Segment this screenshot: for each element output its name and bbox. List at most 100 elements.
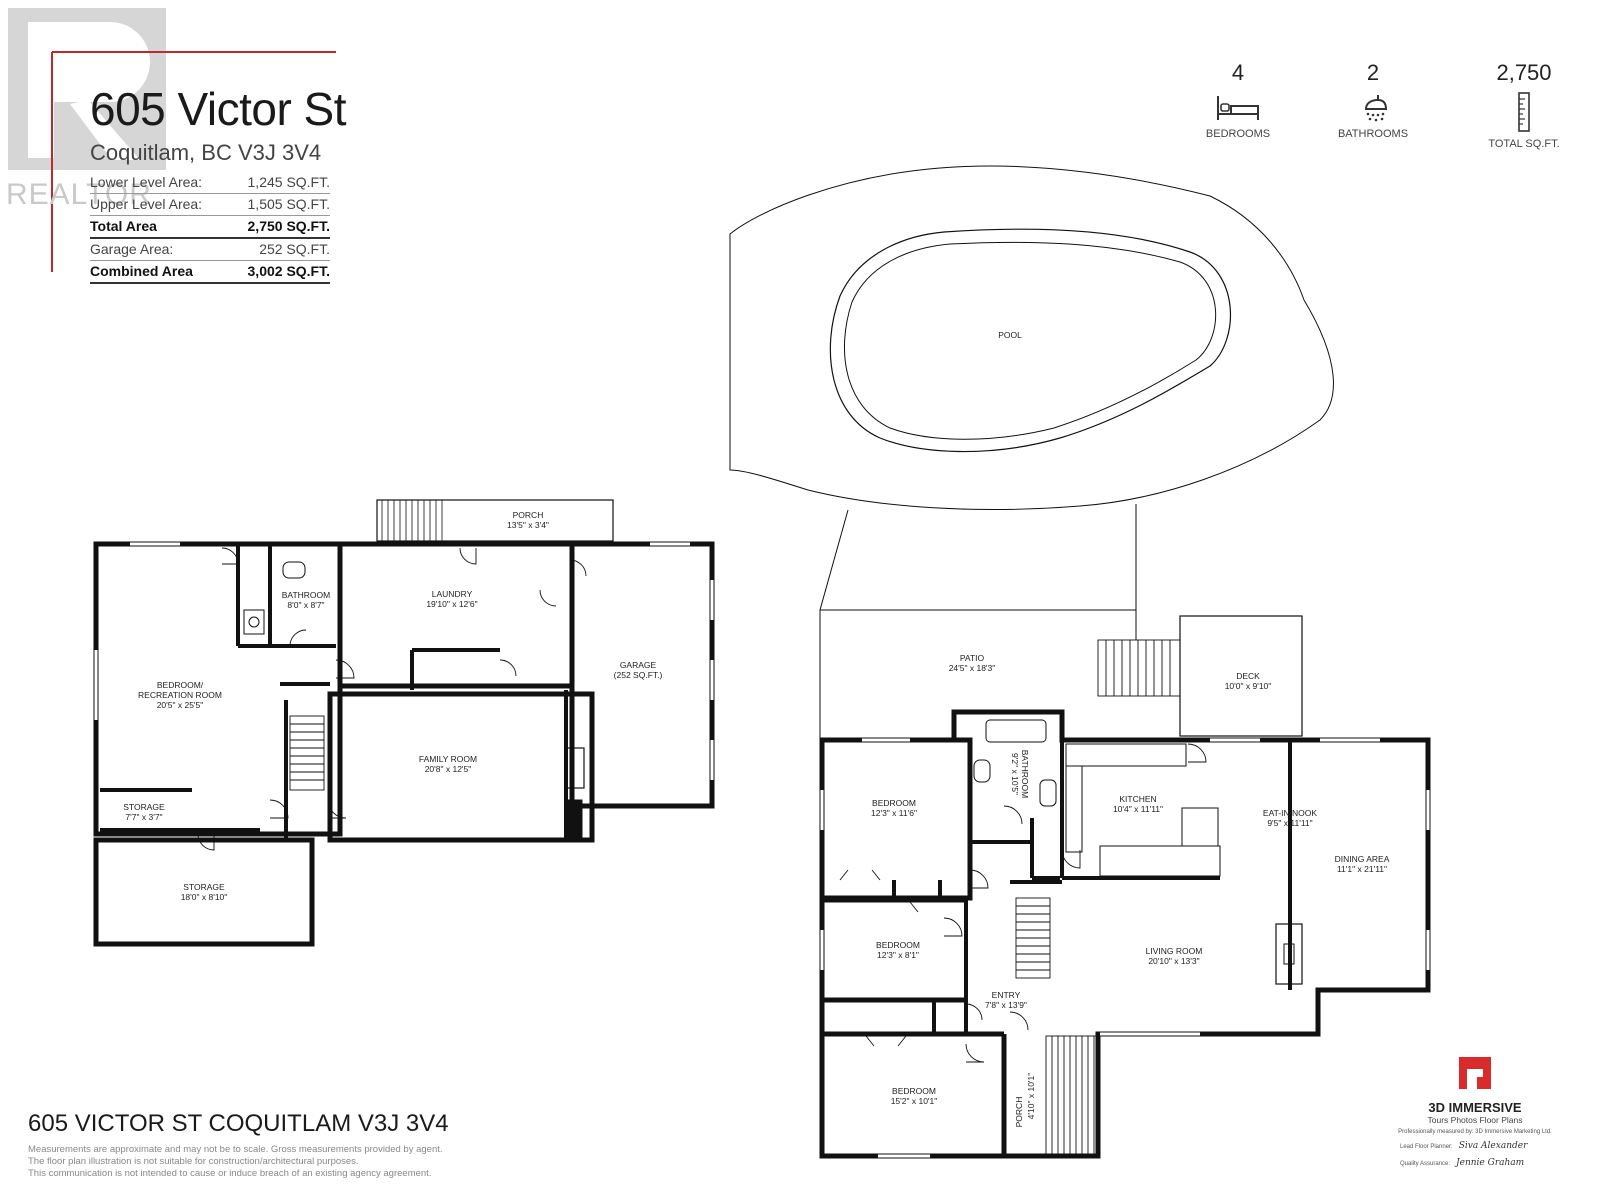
room-name: BEDROOM <box>872 798 916 808</box>
room-name: LIVING ROOM <box>1146 946 1203 956</box>
area-value: 252 SQ.FT. <box>259 241 330 257</box>
room-name: LAUNDRY <box>432 589 473 599</box>
area-row-total: Total Area 2,750 SQ.FT. <box>90 216 330 239</box>
qa-label: Quality Assurance: <box>1400 1161 1451 1167</box>
room-name: GARAGE <box>620 660 657 670</box>
area-label: Total Area <box>90 218 157 234</box>
area-row-garage: Garage Area: 252 SQ.FT. <box>90 239 330 261</box>
room-name: DECK <box>1236 671 1260 681</box>
front-porch-stairs <box>1045 1035 1099 1157</box>
brand-name: 3D IMMERSIVE <box>1428 1100 1522 1115</box>
stat-value: 2,750 <box>1496 60 1552 85</box>
stat-total-sqft: 2,750 TOTAL SQ.FT. <box>1464 60 1584 150</box>
room-size: 13'5" x 3'4" <box>507 520 549 530</box>
stat-bedrooms: 4 BEDROOMS <box>1178 60 1298 140</box>
stat-label: BATHROOMS <box>1337 128 1409 140</box>
lower-level-plan <box>93 499 715 947</box>
footer-address: 605 VICTOR ST COQUITLAM V3J 3V4 <box>28 1110 449 1137</box>
stat-value: 4 <box>1231 60 1245 85</box>
room-name: KITCHEN <box>1119 794 1156 804</box>
room-name: PATIO <box>960 653 985 663</box>
brand-block: 3D IMMERSIVE Tours Photos Floor Plans Pr… <box>1390 1055 1560 1169</box>
area-value: 1,505 SQ.FT. <box>247 196 330 212</box>
disclaimer-line: Measurements are approximate and may not… <box>28 1144 443 1155</box>
brand-measured-by: Professionally measured by: 3D Immersive… <box>1398 1129 1552 1135</box>
shower-icon <box>1364 95 1388 122</box>
area-label: Garage Area: <box>90 241 174 257</box>
room-size: 9'5" x 11'11" <box>1267 818 1312 828</box>
ruler-icon <box>1518 92 1530 132</box>
room-name: DINING AREA <box>1335 854 1390 864</box>
room-size: 20'5" x 25'5" <box>157 700 204 710</box>
stat-bathrooms: 2 BATHROOMS <box>1313 60 1433 140</box>
room-size: 10'0" x 9'10" <box>1225 681 1272 691</box>
room-name: BATHROOM <box>282 590 330 600</box>
room-name: PORCH <box>1014 1097 1024 1128</box>
lead-planner-signature: Siva Alexander <box>1458 1141 1528 1151</box>
brand-tagline: Tours Photos Floor Plans <box>1427 1115 1523 1125</box>
room-name: BEDROOM/ <box>157 680 204 690</box>
room-name: EAT-IN NOOK <box>1263 808 1317 818</box>
room-size: 11'1" x 21'11" <box>1337 864 1387 874</box>
area-row-upper: Upper Level Area: 1,505 SQ.FT. <box>90 194 330 216</box>
upper-level-labels: POOL PATIO 24'5" x 18'3" DECK 10'0" x 9'… <box>871 330 1390 1127</box>
room-size: 10'4" x 11'11" <box>1113 804 1163 814</box>
qa-signature: Jennie Graham <box>1456 1158 1525 1168</box>
3d-immersive-logo-icon <box>1459 1057 1491 1089</box>
room-name: BEDROOM <box>892 1086 936 1096</box>
room-size: 9'2" x 10'5" <box>1010 753 1020 795</box>
disclaimer-line: This communication is not intended to ca… <box>28 1168 432 1179</box>
area-label: Combined Area <box>90 263 193 279</box>
room-name: PORCH <box>513 510 544 520</box>
room-size: 19'10" x 12'6" <box>426 599 477 609</box>
room-size: 12'3" x 8'1" <box>877 950 919 960</box>
lead-planner-label: Lead Floor Planner: <box>1400 1144 1453 1150</box>
area-label: Upper Level Area: <box>90 196 203 212</box>
room-name: POOL <box>998 330 1022 340</box>
deck-stairs <box>1097 639 1181 697</box>
area-value: 1,245 SQ.FT. <box>247 174 330 190</box>
room-size: 20'8" x 12'5" <box>425 764 472 774</box>
room-size: 12'3" x 11'6" <box>871 808 917 818</box>
room-name: BEDROOM <box>876 940 920 950</box>
property-city: Coquitlam, BC V3J 3V4 <box>90 140 322 165</box>
room-name: ENTRY <box>992 990 1021 1000</box>
room-size: 15'2" x 10'1" <box>891 1096 938 1106</box>
room-size: 18'0" x 8'10" <box>181 892 228 902</box>
area-label: Lower Level Area: <box>90 174 203 190</box>
room-size: 24'5" x 18'3" <box>949 663 996 673</box>
room-size: 7'7" x 3'7" <box>125 812 162 822</box>
area-row-lower: Lower Level Area: 1,245 SQ.FT. <box>90 172 330 194</box>
room-name: BATHROOM <box>1020 750 1030 798</box>
area-value: 3,002 SQ.FT. <box>247 263 330 279</box>
room-size: 4'10" x 10'1" <box>1026 1073 1036 1120</box>
room-size: 7'8" x 13'9" <box>985 1000 1027 1010</box>
lower-level-labels: PORCH 13'5" x 3'4" BATHROOM 8'0" x 8'7" … <box>123 510 662 902</box>
porch-stairs <box>381 500 443 541</box>
stat-label: BEDROOMS <box>1205 128 1271 140</box>
realtor-logo-icon <box>8 8 336 272</box>
stat-label: TOTAL SQ.FT. <box>1488 138 1560 150</box>
room-name: RECREATION ROOM <box>138 690 222 700</box>
property-address-title: 605 Victor St <box>90 83 347 135</box>
disclaimer: Measurements are approximate and may not… <box>28 1144 443 1180</box>
room-name: STORAGE <box>183 882 225 892</box>
room-size: 20'10" x 13'3" <box>1148 956 1199 966</box>
room-name: STORAGE <box>123 802 165 812</box>
room-size: (252 SQ.FT.) <box>614 670 663 680</box>
disclaimer-line: The floor plan illustration is not suita… <box>28 1156 359 1167</box>
lead-planner: Lead Floor Planner: Siva Alexander <box>1390 1141 1560 1152</box>
area-row-combined: Combined Area 3,002 SQ.FT. <box>90 261 330 284</box>
room-size: 8'0" x 8'7" <box>287 600 324 610</box>
bed-icon <box>1217 96 1259 120</box>
quality-assurance: Quality Assurance: Jennie Graham <box>1390 1158 1560 1169</box>
upper-level-plan <box>729 165 1431 1159</box>
room-name: FAMILY ROOM <box>419 754 477 764</box>
upper-stairs <box>1015 897 1051 979</box>
area-summary: Lower Level Area: 1,245 SQ.FT. Upper Leve… <box>90 172 330 284</box>
area-value: 2,750 SQ.FT. <box>247 218 330 234</box>
stat-value: 2 <box>1366 60 1380 85</box>
realtor-watermark-text: REALTOR <box>6 178 152 211</box>
lower-stairs <box>289 715 325 791</box>
